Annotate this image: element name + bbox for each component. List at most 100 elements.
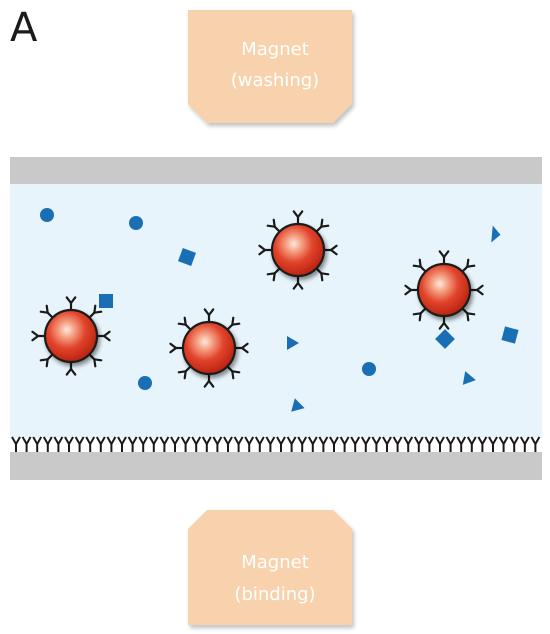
- surface-antibody-row: [11, 436, 541, 452]
- capture-antibody-icon: [223, 436, 233, 452]
- bead-antibody-icon: [203, 372, 215, 388]
- capture-antibody-icon: [138, 436, 149, 452]
- capture-antibody-icon: [307, 436, 318, 452]
- magnetic-bead-icon: [31, 296, 111, 376]
- capture-antibody-icon: [509, 436, 520, 452]
- circle-analyte-icon: [138, 376, 152, 390]
- capture-antibody-icon: [117, 436, 127, 452]
- capture-antibody-icon: [201, 436, 212, 452]
- capture-antibody-icon: [191, 436, 202, 452]
- square-analyte-icon: [501, 326, 519, 344]
- bead-antibody-icon: [39, 304, 54, 319]
- magnet-washing: Magnet (washing): [188, 10, 352, 123]
- bead-antibody-icon: [266, 218, 281, 233]
- capture-antibody-icon: [329, 436, 339, 452]
- circle-analyte-icon: [362, 362, 376, 376]
- bead-antibody-icon: [177, 365, 192, 380]
- bead-antibody-icon: [438, 314, 450, 330]
- bead-antibody-icon: [95, 330, 111, 342]
- magnet-washing-shape: [188, 10, 352, 123]
- magnetic-beads: [31, 210, 484, 388]
- bead-antibody-icon: [31, 330, 47, 342]
- magnetic-bead-icon: [169, 308, 249, 388]
- capture-antibody-icon: [170, 436, 180, 452]
- capture-antibody-icon: [159, 436, 170, 452]
- capture-antibody-icon: [127, 436, 138, 452]
- capture-antibody-icon: [360, 436, 371, 452]
- bead-antibody-icon: [233, 342, 249, 354]
- bead-antibody-icon: [65, 296, 77, 312]
- bead-antibody-icon: [226, 365, 241, 380]
- capture-antibody-icon: [392, 436, 403, 452]
- capture-antibody-icon: [11, 436, 21, 452]
- capture-antibody-icon: [32, 436, 43, 452]
- capture-antibody-icon: [445, 436, 456, 452]
- capture-antibody-icon: [424, 436, 435, 452]
- bead-antibody-icon: [266, 267, 281, 282]
- capture-antibody-icon: [276, 436, 286, 452]
- bound-square-analyte-icon: [99, 294, 113, 308]
- bead-antibody-icon: [315, 218, 330, 233]
- capture-antibody-icon: [456, 436, 467, 452]
- bead-antibody-icon: [258, 244, 274, 256]
- capture-antibody-icon: [85, 436, 96, 452]
- magnet-washing-title: Magnet: [241, 39, 309, 60]
- capture-antibody-icon: [318, 436, 329, 452]
- bead-antibody-icon: [461, 307, 476, 322]
- bead-antibody-icon: [461, 258, 476, 273]
- channel-top-wall: [10, 157, 542, 184]
- capture-antibody-icon: [477, 436, 488, 452]
- capture-antibody-icon: [488, 436, 498, 452]
- capture-antibody-icon: [180, 436, 191, 452]
- capture-antibody-icon: [53, 436, 64, 452]
- bead-antibody-icon: [404, 284, 420, 296]
- magnetic-bead-icon: [258, 210, 338, 290]
- bead-antibody-icon: [412, 258, 427, 273]
- bead-antibody-icon: [169, 342, 185, 354]
- panel-label: A: [10, 5, 38, 51]
- capture-antibody-icon: [297, 436, 308, 452]
- capture-antibody-icon: [286, 436, 297, 452]
- bead-antibody-icon: [412, 307, 427, 322]
- bead-body: [270, 222, 326, 278]
- bead-antibody-icon: [292, 274, 304, 290]
- bound-analytes: [99, 294, 455, 349]
- capture-antibody-icon: [106, 436, 117, 452]
- circle-analyte-icon: [40, 208, 54, 222]
- capture-antibody-icon: [466, 436, 477, 452]
- capture-antibody-icon: [435, 436, 445, 452]
- capture-antibody-icon: [413, 436, 424, 452]
- bead-body: [181, 320, 237, 376]
- bead-antibody-icon: [438, 250, 450, 266]
- magnet-binding-title: Magnet: [241, 552, 309, 573]
- bead-antibody-icon: [65, 360, 77, 376]
- channel-fluid: [10, 184, 542, 438]
- capture-antibody-icon: [254, 436, 265, 452]
- magnet-binding-subtitle: (binding): [234, 584, 315, 605]
- magnet-washing-subtitle: (washing): [231, 70, 319, 91]
- capture-antibody-icon: [530, 436, 541, 452]
- circle-analyte-icon: [129, 216, 143, 230]
- capture-antibody-icon: [212, 436, 223, 452]
- capture-antibody-icon: [382, 436, 392, 452]
- magnetic-bead-icon: [404, 250, 484, 330]
- capture-antibody-icon: [21, 436, 32, 452]
- capture-antibody-icon: [148, 436, 159, 452]
- capture-antibody-icon: [74, 436, 85, 452]
- capture-antibody-icon: [403, 436, 414, 452]
- capture-antibody-icon: [498, 436, 509, 452]
- bead-antibody-icon: [468, 284, 484, 296]
- square-analyte-icon: [178, 248, 196, 266]
- triangle-analyte-icon: [287, 336, 299, 350]
- bead-body: [43, 308, 99, 364]
- triangle-analyte-icon: [491, 225, 501, 243]
- bead-antibody-icon: [322, 244, 338, 256]
- bead-antibody-icon: [203, 308, 215, 324]
- capture-antibody-icon: [265, 436, 276, 452]
- capture-antibody-icon: [350, 436, 361, 452]
- magnet-binding: Magnet (binding): [188, 510, 352, 625]
- capture-antibody-icon: [519, 436, 530, 452]
- capture-antibody-icon: [371, 436, 382, 452]
- bead-antibody-icon: [292, 210, 304, 226]
- bead-antibody-icon: [177, 316, 192, 331]
